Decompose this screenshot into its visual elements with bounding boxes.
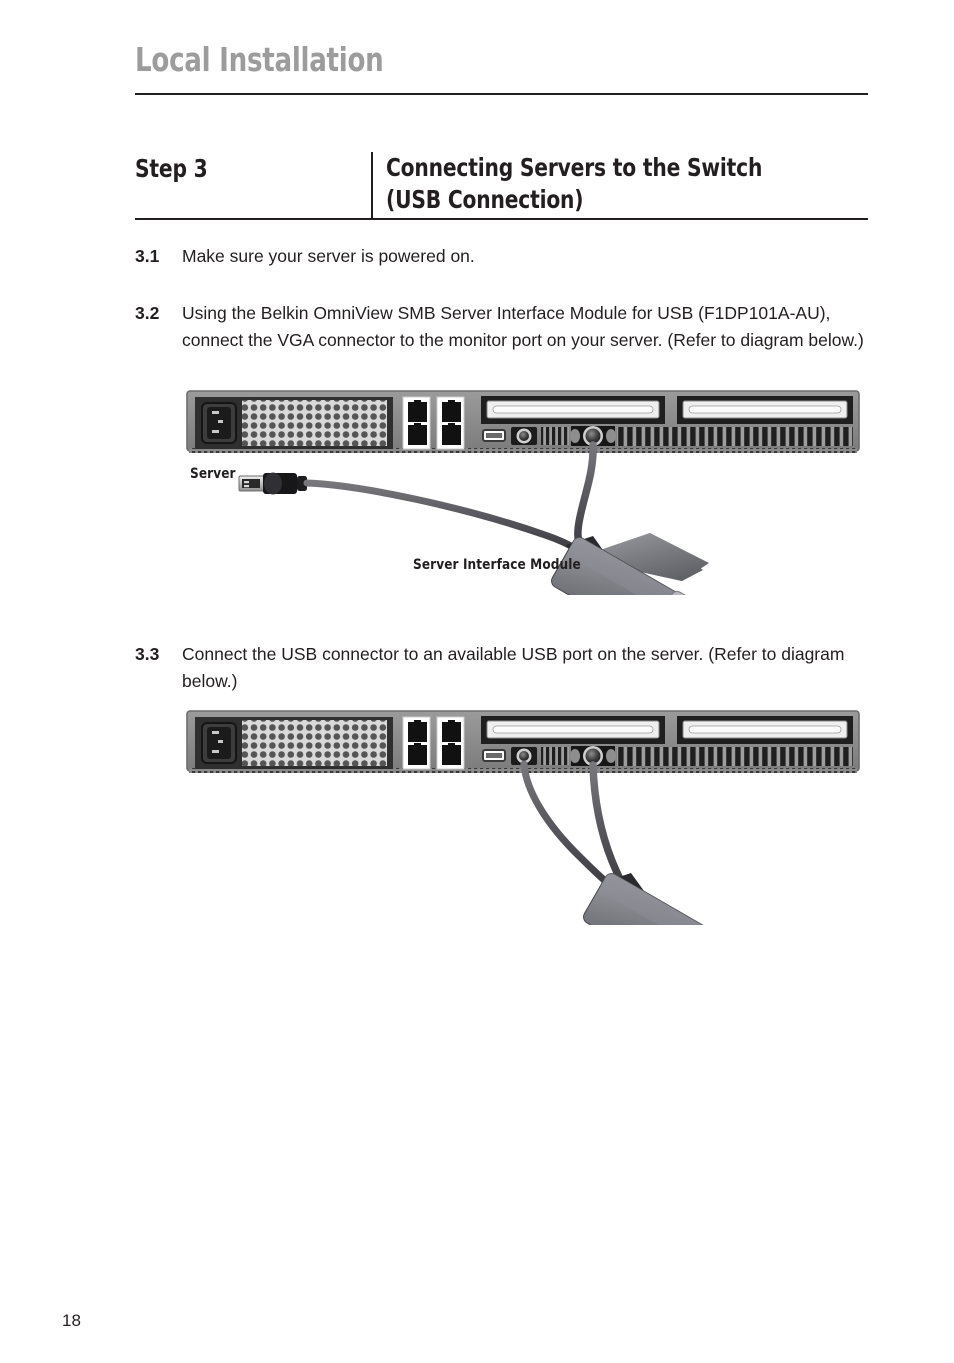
usb-port bbox=[511, 747, 537, 765]
step-divider-rule bbox=[135, 218, 868, 220]
page-header: Local Installation bbox=[135, 40, 868, 80]
step-text-3-2: Using the Belkin OmniView SMB Server Int… bbox=[182, 303, 864, 350]
page-number: 18 bbox=[62, 1311, 81, 1330]
io-connector-row bbox=[482, 746, 853, 766]
figure-caption-server-interface-module: Server Interface Module bbox=[413, 557, 581, 573]
ps2-port bbox=[511, 427, 537, 445]
page-title: Local Installation bbox=[135, 40, 384, 79]
usb-connector bbox=[238, 472, 307, 495]
header-divider bbox=[135, 93, 868, 95]
usb-connection-diagram bbox=[185, 705, 875, 985]
step-title-line-1: Connecting Servers to the Switch bbox=[386, 153, 763, 182]
step-vertical-divider bbox=[371, 152, 373, 220]
usb-cable bbox=[303, 479, 582, 554]
vga-port bbox=[570, 746, 616, 766]
expansion-slots bbox=[481, 716, 853, 744]
expansion-slots bbox=[481, 396, 853, 424]
power-inlet-port bbox=[201, 722, 237, 764]
vga-cable bbox=[574, 441, 597, 552]
ventilation-grille bbox=[242, 720, 387, 766]
step-paragraph-3-1: 3.1 Make sure your server is powered on. bbox=[135, 243, 868, 270]
step-paragraph-3-2: 3.2 Using the Belkin OmniView SMB Server… bbox=[135, 300, 870, 354]
ventilation-grille bbox=[242, 400, 387, 446]
step-paragraph-3-3: 3.3 Connect the USB connector to an avai… bbox=[135, 641, 868, 695]
step-number-3-2: 3.2 bbox=[135, 303, 160, 323]
step-number-label: Step 3 bbox=[135, 154, 208, 183]
vga-connection-diagram: Server Server Interface Module bbox=[185, 385, 875, 649]
step-title-line-2: (USB Connection) bbox=[386, 185, 584, 214]
step-number-3-3: 3.3 bbox=[135, 644, 160, 664]
figure-caption-server: Server bbox=[190, 466, 236, 482]
server-chassis bbox=[186, 390, 860, 453]
io-connector-row bbox=[482, 426, 853, 446]
usb-cable-connected bbox=[520, 760, 617, 892]
step-text-3-1: Make sure your server is powered on. bbox=[182, 246, 475, 266]
vga-port bbox=[570, 426, 616, 446]
power-inlet-port bbox=[201, 402, 237, 444]
rj45-port-bank bbox=[402, 396, 465, 450]
server-chassis bbox=[186, 710, 860, 773]
step-number-3-1: 3.1 bbox=[135, 246, 160, 266]
rj45-port-bank bbox=[402, 716, 465, 770]
step-title: Connecting Servers to the Switch (USB Co… bbox=[386, 152, 762, 216]
step-text-3-3: Connect the USB connector to an availabl… bbox=[182, 644, 845, 691]
step-heading: Step 3 Connecting Servers to the Switch … bbox=[135, 152, 868, 220]
